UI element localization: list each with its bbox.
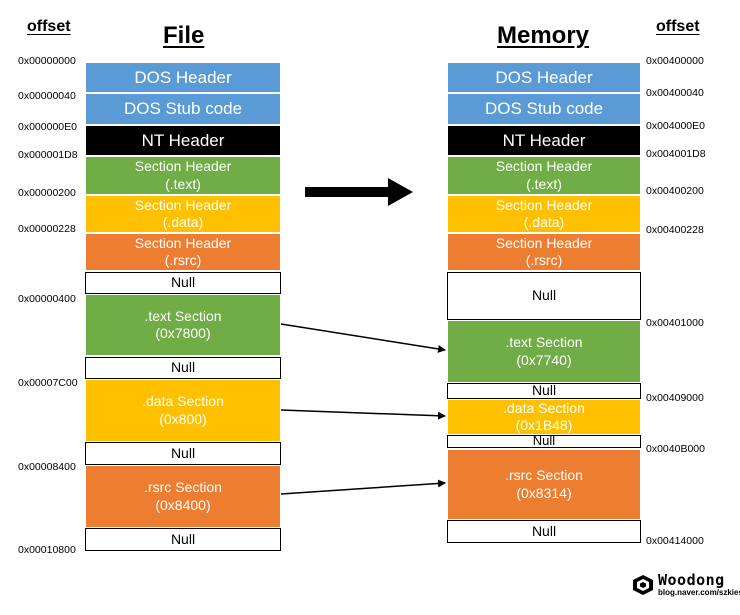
memory-heading: Memory: [497, 22, 590, 49]
memory-null-padding: Null: [447, 382, 641, 399]
memory-offset-label: 0x00414000: [646, 535, 704, 547]
memory-null-padding: Null: [447, 433, 641, 448]
memory-offset-label: 0x00409000: [646, 392, 704, 404]
file-offset-label: 0x00000040: [18, 90, 76, 102]
memory-section-header-rsrc: Section Header (.rsrc): [447, 233, 641, 271]
file-offset-label: 0x00000228: [18, 223, 76, 235]
file-offset-label: 0x00000400: [18, 293, 76, 305]
file-null-padding: Null: [85, 357, 281, 379]
file-null-padding: Null: [85, 528, 281, 551]
big-arrow-icon: [305, 178, 413, 206]
file-text-section: .text Section (0x7800): [85, 294, 281, 356]
memory-offset-label: 0x00400228: [646, 224, 704, 236]
memory-dos-stub: DOS Stub code: [447, 93, 641, 125]
memory-offset-label: 0x00400040: [646, 87, 704, 99]
file-offset-label: 0x00010800: [18, 544, 76, 556]
memory-offset-label: 0x004001D8: [646, 148, 706, 160]
memory-nt-header: NT Header: [447, 125, 641, 156]
file-data-section: .data Section (0x800): [85, 379, 281, 442]
memory-section-header-data: Section Header (.data): [447, 195, 641, 233]
memory-offset-label: 0x0040B000: [646, 443, 705, 455]
file-null-padding: Null: [85, 272, 281, 294]
file-offset-label: 0x00000200: [18, 187, 76, 199]
memory-offset-label: 0x00400000: [646, 55, 704, 67]
file-dos-stub: DOS Stub code: [85, 93, 281, 125]
logo-name: Woodong: [658, 571, 725, 589]
woodong-logo: Woodong blog.naver.com/szkiess: [632, 572, 740, 597]
memory-dos-header: DOS Header: [447, 62, 641, 93]
memory-text-section: .text Section (0x7740): [447, 320, 641, 383]
memory-offset-label: 0x00400200: [646, 185, 704, 197]
memory-null-padding: Null: [447, 272, 641, 320]
file-offset-label: 0x00008400: [18, 461, 76, 473]
memory-offset-label: 0x004000E0: [646, 120, 705, 132]
memory-section-header-text: Section Header (.text): [447, 156, 641, 195]
file-rsrc-section: .rsrc Section (0x8400): [85, 465, 281, 528]
file-nt-header: NT Header: [85, 125, 281, 156]
memory-offset-label: 0x00401000: [646, 317, 704, 329]
file-offset-label: 0x000001D8: [18, 149, 78, 161]
file-offset-label: 0x00007C00: [18, 377, 78, 389]
file-null-padding: Null: [85, 442, 281, 465]
memory-null-padding: Null: [447, 520, 641, 543]
file-offset-heading: offset: [27, 18, 71, 35]
file-offset-label: 0x00000000: [18, 55, 76, 67]
file-dos-header: DOS Header: [85, 62, 281, 93]
cube-logo-icon: [633, 574, 653, 595]
text-section-mapping-arrow: [280, 323, 446, 353]
memory-offset-heading: offset: [656, 18, 700, 35]
file-heading: File: [163, 22, 205, 49]
memory-data-section: .data Section (0x1B48): [447, 399, 641, 435]
logo-url: blog.naver.com/szkiess: [658, 588, 740, 597]
memory-rsrc-section: .rsrc Section (0x8314): [447, 449, 641, 520]
file-section-header-rsrc: Section Header (.rsrc): [85, 233, 281, 271]
file-section-header-data: Section Header (.data): [85, 195, 281, 233]
data-section-mapping-arrow: [280, 409, 446, 420]
file-section-header-text: Section Header (.text): [85, 156, 281, 195]
rsrc-section-mapping-arrow: [280, 479, 446, 495]
file-offset-label: 0x000000E0: [18, 121, 77, 133]
